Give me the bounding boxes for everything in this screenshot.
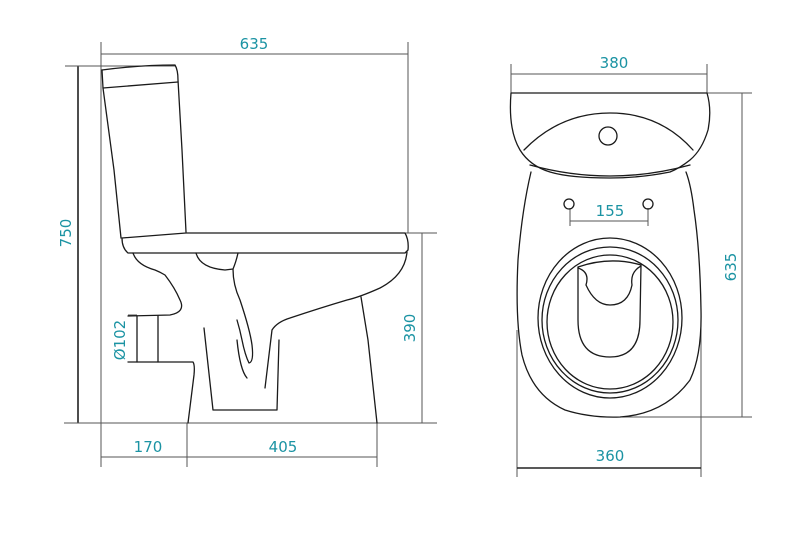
top-dimension-lines	[510, 64, 752, 477]
dim-bowl-width: 360	[596, 447, 625, 465]
side-toilet-outline	[101, 64, 409, 424]
seat-hole-right-icon	[642, 198, 654, 210]
seat-hole-left-icon	[563, 198, 575, 210]
side-view: 635 750 390 Ø102 170 405	[57, 35, 437, 467]
side-dimension-lines	[64, 42, 437, 467]
dim-total-length: 635	[240, 35, 269, 53]
top-toilet-outline	[509, 92, 711, 418]
dim-bowl-depth: 635	[722, 253, 740, 282]
dim-seat-height: 390	[401, 314, 419, 343]
dim-total-height: 750	[57, 219, 75, 248]
dim-hole-spacing: 155	[596, 202, 625, 220]
top-view: 380 635 155 360	[509, 54, 752, 477]
flush-button-icon	[598, 126, 618, 146]
dim-tank-width: 380	[600, 54, 629, 72]
dim-base-length: 405	[269, 438, 298, 456]
dim-outlet-offset: 170	[134, 438, 163, 456]
dim-outlet-diameter: Ø102	[111, 320, 129, 360]
